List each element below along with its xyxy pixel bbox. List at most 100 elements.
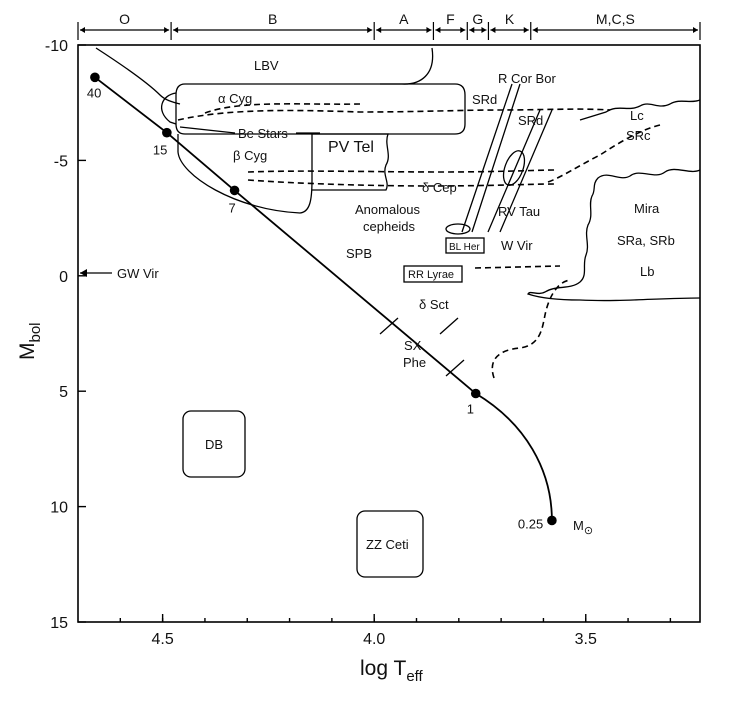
alpha-cyg-box <box>175 83 466 135</box>
spectral-arrow <box>460 27 466 33</box>
label-srd-1: SRd <box>472 92 497 107</box>
x-tick-label: 4.5 <box>152 631 174 648</box>
dashed-lc <box>547 124 661 183</box>
bl-her-box <box>445 237 485 254</box>
label-lbv: LBV <box>254 58 279 73</box>
beta-cyg-region <box>177 134 313 214</box>
x-tick-label: 4.0 <box>363 631 385 648</box>
spectral-class-label: F <box>446 11 455 27</box>
spectral-arrow <box>523 27 529 33</box>
spectral-arrow <box>435 27 441 33</box>
label-spb: SPB <box>346 246 372 261</box>
main-sequence-point <box>162 127 172 138</box>
main-sequence-point <box>547 515 557 526</box>
x-tick-label: 3.5 <box>575 631 597 648</box>
mass-label: 0.25 <box>518 516 543 531</box>
delta-sct-line-2 <box>439 317 459 335</box>
label-delta-cep: δ Cep <box>422 180 457 195</box>
label-alpha-cyg: α Cyg <box>218 91 252 106</box>
lc-src-region <box>579 99 701 121</box>
y-tick-label: 0 <box>59 269 68 286</box>
y-axis-title: Mbol <box>16 322 44 360</box>
cepheid-strip-left <box>461 83 513 233</box>
mass-label: 40 <box>87 85 101 100</box>
spectral-arrow <box>532 27 538 33</box>
spectral-class-label: K <box>505 11 515 27</box>
zz-ceti-box <box>356 510 424 578</box>
y-tick-label: -10 <box>45 38 68 55</box>
label-lc: Lc <box>630 108 644 123</box>
label-zz-ceti: ZZ Ceti <box>366 537 409 552</box>
lbv-right-curve <box>380 47 434 85</box>
sx-phe-line <box>445 359 465 377</box>
region-labels: LBV α Cyg Be Stars β Cyg PV Tel SRd SRd … <box>117 58 675 552</box>
mass-unit-label: M⊙ <box>573 518 593 537</box>
db-box <box>182 410 246 478</box>
label-db: DB <box>205 437 223 452</box>
label-delta-sct: δ Sct <box>419 297 449 312</box>
label-cepheids: cepheids <box>363 219 416 234</box>
main-sequence-point <box>229 185 240 196</box>
label-gw-vir: GW Vir <box>117 266 159 281</box>
spectral-class-label: A <box>399 11 409 27</box>
label-src: SRc <box>626 128 651 143</box>
rv-tau-ellipse <box>502 150 526 186</box>
label-sx: SX <box>404 338 422 353</box>
mass-label: 7 <box>229 200 236 215</box>
label-beta-cyg: β Cyg <box>233 148 267 163</box>
dashed-upper <box>177 108 611 121</box>
label-mira: Mira <box>634 201 660 216</box>
label-r-cor-bor: R Cor Bor <box>498 71 556 86</box>
spectral-class-label: O <box>119 11 130 27</box>
spectral-arrow <box>164 27 170 33</box>
anomalous-ellipse <box>445 223 471 235</box>
spectral-arrow <box>367 27 373 33</box>
rr-lyrae-box <box>403 265 463 283</box>
dashed-middle <box>247 169 556 173</box>
label-srab: SRa, SRb <box>617 233 675 248</box>
main-sequence-point <box>90 72 100 83</box>
spectral-arrow <box>80 27 85 33</box>
mass-label: 1 <box>467 402 474 417</box>
spectral-class-label: M,C,S <box>596 11 635 27</box>
spectral-arrow <box>693 27 698 33</box>
label-pv-tel: PV Tel <box>328 139 374 156</box>
gw-vir-arrow-head <box>80 269 87 277</box>
cepheid-strip-mid <box>471 83 521 233</box>
spectral-class-label: G <box>472 11 483 27</box>
x-axis: 4.5 4.0 3.5 <box>119 614 672 648</box>
lbv-boundary <box>95 47 181 105</box>
spectral-arrow <box>376 27 382 33</box>
label-w-vir: W Vir <box>501 238 533 253</box>
main-sequence-points: 40 15 7 1 0.25 <box>87 72 557 531</box>
spectral-class-bar: O B A F G K M,C,S <box>77 11 701 40</box>
y-axis: -10 -5 0 5 10 15 <box>45 38 86 632</box>
x-axis-title: log Teff <box>360 657 424 685</box>
plot-frame <box>77 44 701 623</box>
label-be-stars: Be Stars <box>238 126 288 141</box>
label-lb: Lb <box>640 264 654 279</box>
spectral-arrow <box>426 27 432 33</box>
label-phe: Phe <box>403 355 426 370</box>
y-tick-label: 15 <box>50 615 68 632</box>
main-sequence-point <box>470 388 481 399</box>
be-stars-pointer <box>179 126 236 134</box>
label-rr-lyrae: RR Lyrae <box>408 269 454 281</box>
spectral-arrow <box>490 27 496 33</box>
delta-sct-line-1 <box>379 317 399 335</box>
y-tick-label: 10 <box>50 500 68 517</box>
label-anomalous: Anomalous <box>355 202 421 217</box>
label-srd-2: SRd <box>518 113 543 128</box>
label-bl-her: BL Her <box>449 242 480 253</box>
y-tick-label: -5 <box>54 153 68 170</box>
spectral-arrow <box>481 27 487 33</box>
y-tick-label: 5 <box>59 384 68 401</box>
dashed-rgb <box>491 279 571 379</box>
pv-tel-region <box>312 133 389 191</box>
dashed-lower <box>247 179 556 187</box>
cepheid-strip-right2 <box>499 109 553 233</box>
mass-label: 15 <box>153 143 167 158</box>
spectral-class-label: B <box>268 11 277 27</box>
mira-region <box>527 168 701 302</box>
